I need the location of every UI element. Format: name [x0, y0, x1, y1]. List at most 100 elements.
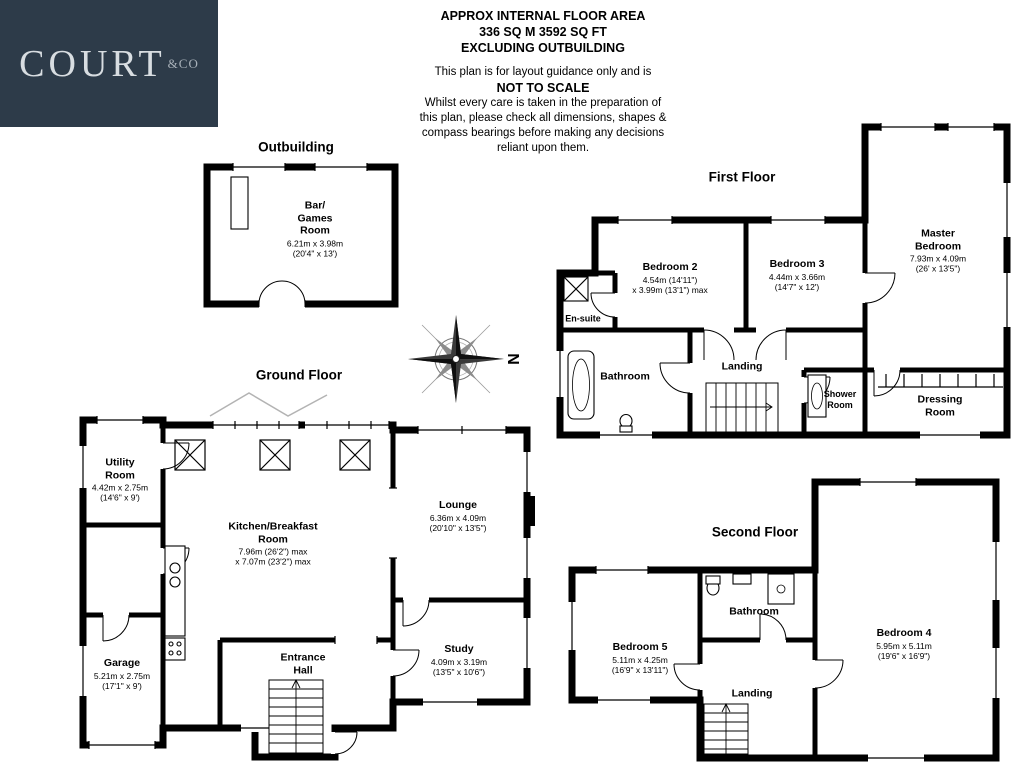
- room-name-study: Study: [444, 643, 474, 656]
- ensuite-shower: [563, 276, 589, 302]
- room-name-landing-sf: Landing: [731, 687, 773, 700]
- bar-counter: [230, 176, 249, 230]
- plan-header: APPROX INTERNAL FLOOR AREA 336 SQ M 3592…: [333, 8, 753, 156]
- agency-logo-suffix: &CO: [167, 55, 199, 71]
- outbuilding-exterior-walls: [203, 163, 399, 308]
- ground-floor-drawing: [79, 392, 535, 761]
- first-floor-exterior-walls: [556, 123, 1011, 439]
- dressing-wardrobes: [878, 374, 1003, 388]
- disclaimer-line-3: compass bearings before making any decis…: [421, 126, 665, 139]
- compass-container: N: [400, 305, 520, 415]
- room-name-garage: Garage: [103, 657, 141, 670]
- second-floor-bathroom-fixtures: [705, 573, 795, 605]
- room-name-bedroom2: Bedroom 2: [642, 261, 698, 274]
- compass-rose-icon: [408, 315, 504, 403]
- ground-floor-title: Ground Floor: [255, 367, 343, 383]
- room-name-shower-room: Shower Room: [823, 389, 857, 410]
- room-label-bedroom5: Bedroom 5 5.11m x 4.25m (16'9" x 13'11"): [612, 641, 668, 675]
- room-name-entrance-hall: Entrance Hall: [280, 651, 326, 676]
- room-name-bedroom4: Bedroom 4: [876, 627, 932, 640]
- floor-area-value: 336 SQ M 3592 SQ FT: [479, 25, 607, 39]
- disclaimer-line-4: reliant upon them.: [496, 141, 590, 154]
- room-label-landing-sf: Landing: [732, 688, 773, 701]
- outbuilding-plan: Bar/ Games Room 6.21m x 3.98m (20'4" x 1…: [203, 163, 399, 308]
- room-label-landing-ff: Landing: [722, 361, 763, 374]
- room-label-garage: Garage 5.21m x 2.75m (17'1" x 9'): [94, 657, 150, 691]
- room-label-kitchen: Kitchen/Breakfast Room 7.96m (26'2") max…: [228, 521, 317, 568]
- not-to-scale-line: NOT TO SCALE: [496, 80, 590, 95]
- first-floor-windows: [556, 123, 1011, 439]
- room-label-study: Study 4.09m x 3.19m (13'5" x 10'6"): [431, 643, 487, 677]
- room-dims-lounge: 6.36m x 4.09m (20'10" x 13'5"): [429, 512, 487, 533]
- room-dims-bar-games: 6.21m x 3.98m (20'4" x 13'): [286, 238, 344, 259]
- room-label-ensuite: En-suite: [565, 314, 601, 325]
- room-dims-bedroom2: 4.54m (14'11") x 3.99m (13'1") max: [632, 274, 708, 295]
- kitchen-fixtures: [164, 545, 186, 661]
- room-label-dressing-room: Dressing Room: [918, 393, 963, 418]
- second-floor-plan: Bedroom 5 5.11m x 4.25m (16'9" x 13'11")…: [568, 478, 1003, 763]
- room-name-landing-ff: Landing: [721, 360, 763, 373]
- bathtub: [567, 350, 595, 420]
- compass: N: [408, 315, 520, 403]
- room-name-bar-games: Bar/ Games Room: [297, 199, 333, 237]
- second-floor-exterior-walls: [568, 478, 1000, 762]
- guidance-line: This plan is for layout guidance only an…: [434, 66, 652, 78]
- shower: [767, 573, 795, 605]
- room-dims-utility: 4.42m x 2.75m (14'6" x 9'): [91, 482, 149, 504]
- room-name-ensuite: En-suite: [565, 313, 601, 324]
- second-floor-title: Second Floor: [711, 524, 799, 540]
- room-dims-garage: 5.21m x 2.75m (17'1" x 9'): [93, 670, 151, 691]
- outbuilding-title: Outbuilding: [258, 139, 334, 155]
- room-label-bedroom3: Bedroom 3 4.44m x 3.66m (14'7" x 12'): [769, 258, 825, 292]
- sink-bowl: [169, 562, 181, 574]
- room-label-utility: Utility Room 4.42m x 2.75m (14'6" x 9'): [92, 457, 148, 504]
- disclaimer-line-2: this plan, please check all dimensions, …: [419, 111, 667, 124]
- room-dims-bedroom4: 5.95m x 5.11m (19'6" x 16'9"): [876, 640, 932, 661]
- room-dims-master-bedroom: 7.93m x 4.09m (26' x 13'5"): [909, 253, 967, 275]
- disclaimer-line-1: Whilst every care is taken in the prepar…: [424, 96, 662, 109]
- header-spacer: [333, 56, 753, 65]
- room-label-bathroom-sf: Bathroom: [729, 606, 779, 619]
- agency-logo-name: COURT: [19, 42, 166, 85]
- room-name-bathroom-sf: Bathroom: [729, 605, 779, 618]
- room-label-bathroom-ff: Bathroom: [600, 371, 650, 384]
- first-floor-title: First Floor: [708, 169, 776, 185]
- room-label-bedroom2: Bedroom 2 4.54m (14'11") x 3.99m (13'1")…: [632, 261, 708, 295]
- room-dims-study: 4.09m x 3.19m (13'5" x 10'6"): [430, 656, 488, 677]
- room-label-bar-games: Bar/ Games Room 6.21m x 3.98m (20'4" x 1…: [287, 199, 343, 258]
- room-dims-kitchen: 7.96m (26'2") max x 7.07m (23'2") max: [235, 546, 311, 568]
- sink-bowl: [169, 576, 181, 588]
- floor-area-title: APPROX INTERNAL FLOOR AREA: [440, 9, 646, 23]
- outbuilding-drawing: [203, 163, 399, 308]
- second-floor-stairs: [703, 702, 749, 755]
- chimney-breast: [525, 496, 535, 526]
- ground-floor-plan: Utility Room 4.42m x 2.75m (14'6" x 9') …: [73, 388, 537, 763]
- second-floor-drawing: [568, 478, 1000, 762]
- room-label-bedroom4: Bedroom 4 5.95m x 5.11m (19'6" x 16'9"): [876, 627, 932, 661]
- room-label-shower-room: Shower Room: [824, 389, 857, 411]
- canopy-roofline: [209, 392, 328, 417]
- room-name-lounge: Lounge: [439, 499, 477, 512]
- second-floor-doors: [673, 613, 844, 691]
- room-name-dressing-room: Dressing Room: [917, 393, 963, 418]
- room-name-bathroom-ff: Bathroom: [600, 370, 650, 383]
- room-name-utility: Utility Room: [105, 456, 135, 482]
- compass-north-label: N: [504, 353, 520, 365]
- room-label-lounge: Lounge 6.36m x 4.09m (20'10" x 13'5"): [429, 499, 486, 533]
- floor-area-exclusion: EXCLUDING OUTBUILDING: [461, 41, 625, 55]
- shower-tray: [807, 374, 827, 418]
- first-floor-doors: [590, 272, 901, 404]
- outbuilding-double-door: [258, 280, 306, 308]
- outbuilding-windows: [232, 163, 368, 171]
- ground-floor-stairs: [268, 678, 324, 754]
- room-name-kitchen: Kitchen/Breakfast Room: [228, 520, 318, 546]
- room-name-bedroom5: Bedroom 5: [612, 641, 668, 654]
- cooker: [164, 637, 186, 661]
- room-label-entrance-hall: Entrance Hall: [281, 651, 326, 676]
- kitchen-counter: [164, 545, 186, 637]
- room-dims-bedroom3: 4.44m x 3.66m (14'7" x 12'): [768, 271, 826, 292]
- roof-lanterns: [174, 439, 371, 471]
- first-floor-stairs: [705, 382, 779, 433]
- second-floor-windows: [568, 478, 1000, 762]
